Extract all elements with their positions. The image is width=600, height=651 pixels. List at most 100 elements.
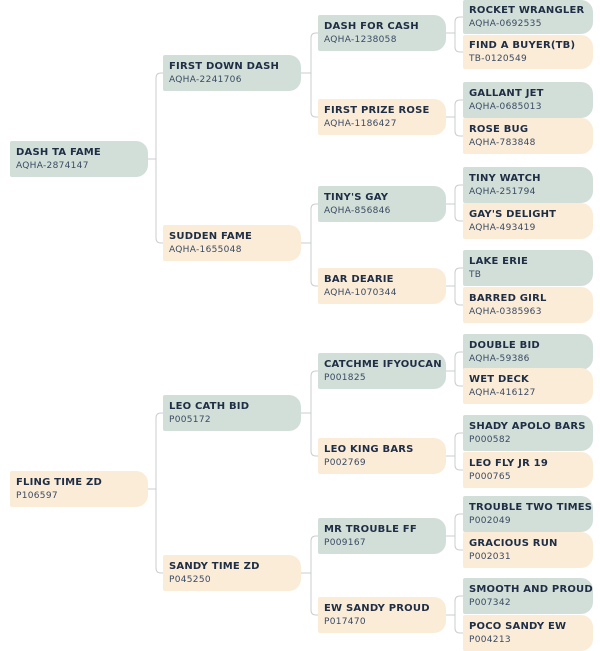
connector-bracket: [301, 32, 318, 118]
registration-number: P000582: [469, 434, 511, 445]
horse-leo-cath-bid: LEO CATH BID P005172: [163, 395, 301, 431]
horse-gracious-run: GRACIOUS RUN P002031: [463, 532, 593, 568]
registration-number: AQHA-0692535: [469, 18, 542, 29]
horse-shady-apolo-bars: SHADY APOLO BARS P000582: [463, 415, 593, 451]
horse-name: SUDDEN FAME: [169, 230, 253, 242]
registration-number: AQHA-1655048: [169, 244, 242, 255]
horse-name: WET DECK: [469, 373, 529, 385]
registration-number: P004213: [469, 634, 511, 645]
horse-name: POCO SANDY EW: [469, 620, 567, 632]
horse-sandy-time-zd: SANDY TIME ZD P045250: [163, 555, 301, 591]
horse-name: MR TROUBLE FF: [324, 523, 417, 535]
horse-wet-deck: WET DECK AQHA-416127: [463, 368, 593, 404]
registration-number: P000765: [469, 471, 511, 482]
registration-number: P002769: [324, 457, 366, 468]
connector-bracket: [301, 535, 318, 616]
registration-number: P106597: [16, 490, 58, 501]
horse-leo-fly-jr-19: LEO FLY JR 19 P000765: [463, 452, 593, 488]
horse-name: SANDY TIME ZD: [169, 560, 260, 572]
connector-bracket: [446, 432, 463, 471]
horse-name: TINY WATCH: [469, 172, 541, 184]
connector-bracket: [148, 72, 163, 244]
horse-smooth-and-proud: SMOOTH AND PROUD P007342: [463, 578, 593, 614]
registration-number: P017470: [324, 616, 366, 627]
horse-rocket-wrangler: ROCKET WRANGLER AQHA-0692535: [463, 0, 593, 34]
registration-number: AQHA-1070344: [324, 287, 397, 298]
horse-dash-for-cash: DASH FOR CASH AQHA-1238058: [318, 15, 446, 51]
horse-dash-ta-fame: DASH TA FAME AQHA-2874147: [10, 141, 148, 177]
horse-sudden-fame: SUDDEN FAME AQHA-1655048: [163, 225, 301, 261]
connector-bracket: [301, 203, 318, 287]
horse-name: FLING TIME ZD: [16, 476, 102, 488]
horse-name: LEO FLY JR 19: [469, 457, 548, 469]
connector-bracket: [446, 267, 463, 306]
connector-bracket: [446, 595, 463, 634]
registration-number: AQHA-59386: [469, 353, 530, 364]
horse-first-down-dash: FIRST DOWN DASH AQHA-2241706: [163, 55, 301, 91]
connector-bracket: [446, 513, 463, 551]
horse-find-a-buyer: FIND A BUYER(TB) TB-0120549: [463, 35, 593, 69]
registration-number: AQHA-493419: [469, 222, 536, 233]
horse-double-bid: DOUBLE BID AQHA-59386: [463, 334, 593, 370]
horse-name: LEO CATH BID: [169, 400, 250, 412]
connector-bracket: [301, 370, 318, 457]
horse-name: DASH TA FAME: [16, 146, 101, 158]
registration-number: AQHA-251794: [469, 186, 536, 197]
horse-poco-sandy-ew: POCO SANDY EW P004213: [463, 615, 593, 651]
registration-number: TB-0120549: [469, 53, 528, 64]
registration-number: P007342: [469, 597, 511, 608]
connector-bracket: [446, 16, 463, 53]
registration-number: P002049: [469, 515, 511, 526]
registration-number: P005172: [169, 414, 211, 425]
horse-fling-time-zd: FLING TIME ZD P106597: [10, 471, 148, 507]
horse-lake-erie: LAKE ERIE TB: [463, 250, 593, 286]
horse-name: ROSE BUG: [469, 123, 529, 135]
horse-name: BARRED GIRL: [469, 292, 547, 304]
horse-name: GRACIOUS RUN: [469, 537, 558, 549]
registration-number: AQHA-416127: [469, 387, 536, 398]
registration-number: AQHA-856846: [324, 205, 391, 216]
registration-number: AQHA-2874147: [16, 160, 89, 171]
horse-name: FIND A BUYER(TB): [469, 39, 576, 51]
horse-name: EW SANDY PROUD: [324, 602, 430, 614]
registration-number: P002031: [469, 551, 511, 562]
registration-number: AQHA-0685013: [469, 101, 542, 112]
registration-number: P045250: [169, 574, 211, 585]
registration-number: AQHA-783848: [469, 137, 536, 148]
horse-tinys-gay: TINY'S GAY AQHA-856846: [318, 186, 446, 222]
horse-name: TROUBLE TWO TIMES: [469, 501, 593, 513]
connector-bracket: [446, 351, 463, 387]
horse-name: CATCHME IFYOUCAN: [324, 358, 442, 370]
horse-name: FIRST DOWN DASH: [169, 60, 280, 72]
registration-number: AQHA-1238058: [324, 34, 397, 45]
registration-number: AQHA-1186427: [324, 118, 397, 129]
horse-name: GAY'S DELIGHT: [469, 208, 557, 220]
registration-number: AQHA-2241706: [169, 74, 242, 85]
connector-bracket: [446, 99, 463, 137]
connector-bracket: [148, 412, 163, 574]
horse-catchme-ifyoucan: CATCHME IFYOUCAN P001825: [318, 353, 446, 389]
registration-number: P009167: [324, 537, 366, 548]
horse-trouble-two-times: TROUBLE TWO TIMES P002049: [463, 496, 593, 532]
horse-name: GALLANT JET: [469, 87, 544, 99]
registration-number: TB: [469, 269, 482, 280]
horse-tiny-watch: TINY WATCH AQHA-251794: [463, 167, 593, 203]
horse-name: SHADY APOLO BARS: [469, 420, 586, 432]
horse-name: BAR DEARIE: [324, 273, 394, 285]
horse-name: LEO KING BARS: [324, 443, 414, 455]
horse-barred-girl: BARRED GIRL AQHA-0385963: [463, 287, 593, 323]
registration-number: AQHA-0385963: [469, 306, 542, 317]
horse-first-prize-rose: FIRST PRIZE ROSE AQHA-1186427: [318, 99, 446, 135]
horse-gallant-jet: GALLANT JET AQHA-0685013: [463, 82, 593, 118]
horse-name: FIRST PRIZE ROSE: [324, 104, 430, 116]
horse-name: SMOOTH AND PROUD: [469, 583, 593, 595]
horse-ew-sandy-proud: EW SANDY PROUD P017470: [318, 597, 446, 633]
horse-name: TINY'S GAY: [324, 191, 389, 203]
horse-gays-delight: GAY'S DELIGHT AQHA-493419: [463, 203, 593, 239]
horse-bar-dearie: BAR DEARIE AQHA-1070344: [318, 268, 446, 304]
horse-mr-trouble-ff: MR TROUBLE FF P009167: [318, 518, 446, 554]
horse-name: ROCKET WRANGLER: [469, 4, 585, 16]
horse-leo-king-bars: LEO KING BARS P002769: [318, 438, 446, 474]
connector-bracket: [446, 184, 463, 222]
registration-number: P001825: [324, 372, 366, 383]
